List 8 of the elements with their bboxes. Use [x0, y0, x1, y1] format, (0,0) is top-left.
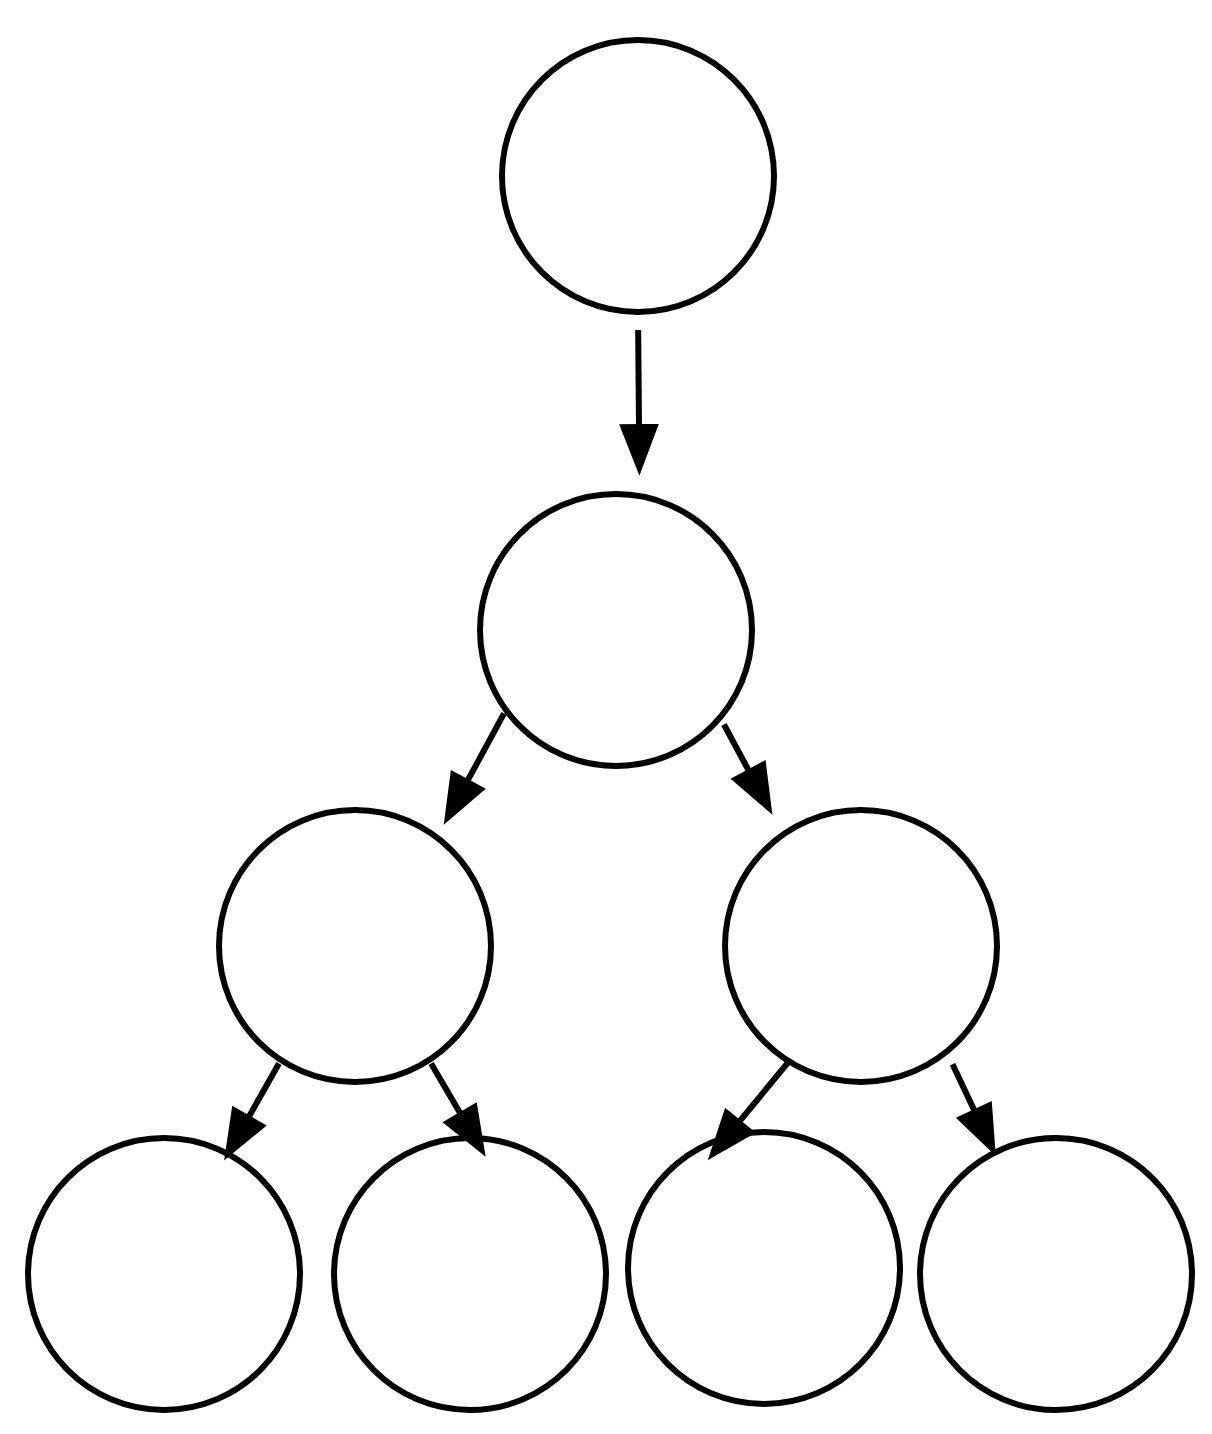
circle — [216, 807, 494, 1085]
circle — [625, 1129, 903, 1407]
circle — [331, 1135, 609, 1413]
circle — [722, 807, 1000, 1085]
circle — [477, 491, 755, 769]
circle — [499, 37, 777, 315]
circle — [917, 1135, 1195, 1413]
circle — [25, 1135, 303, 1413]
